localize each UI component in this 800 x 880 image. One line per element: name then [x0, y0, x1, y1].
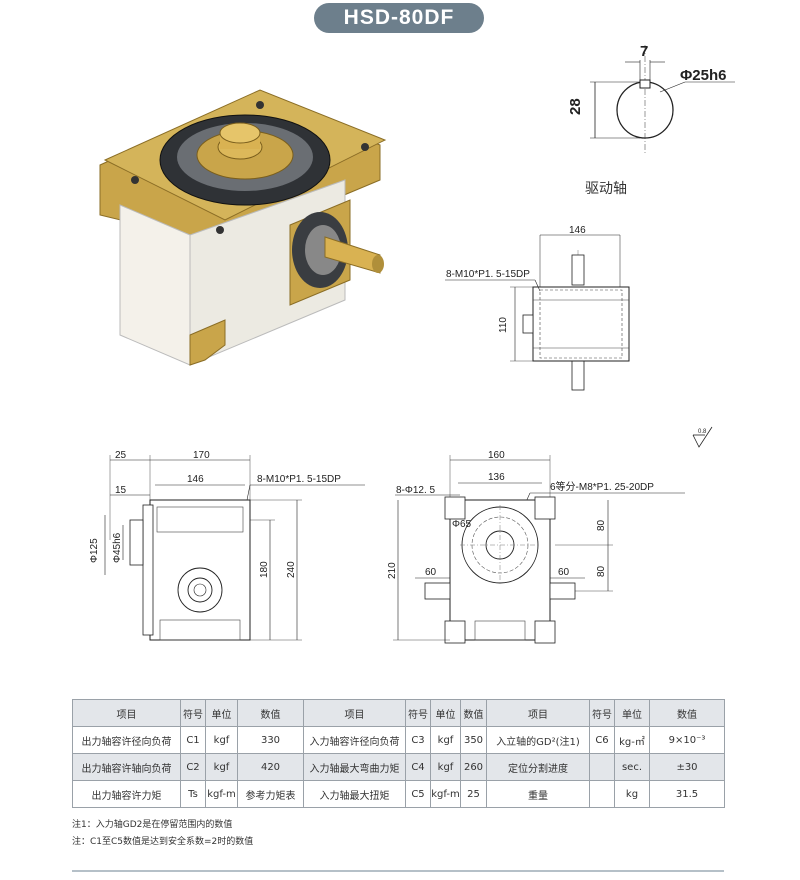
- front-dim-170: 170: [193, 450, 210, 461]
- table-cell: 9×10⁻³: [649, 726, 725, 754]
- side-view-drawing: 160 136 8-Φ12. 5 6等分-M8*P1. 25-20DP Φ65 …: [387, 450, 685, 644]
- table-cell: 入力轴容许径向负荷: [303, 726, 406, 754]
- table-cell: 入力轴最大扭矩: [303, 780, 406, 808]
- front-dim-15: 15: [115, 485, 127, 496]
- table-header: 单位: [430, 699, 461, 727]
- drive-shaft-drawing: 7 Φ25h6 28: [567, 43, 735, 155]
- table-header: 单位: [205, 699, 238, 727]
- front-dim-25: 25: [115, 450, 127, 461]
- table-cell: 参考力矩表: [237, 780, 304, 808]
- table-header: 符号: [405, 699, 431, 727]
- table-header: 项目: [486, 699, 590, 727]
- table-header: 项目: [303, 699, 406, 727]
- table-cell: C4: [405, 753, 431, 781]
- top-height-label: 110: [498, 317, 509, 333]
- table-cell: kg: [614, 780, 650, 808]
- side-pitch-label: 6等分-M8*P1. 25-20DP: [550, 480, 654, 493]
- table-cell: kgf: [430, 753, 461, 781]
- table-row: 出力轴容许轴向负荷 C2 kgf 420 入力轴最大弯曲力矩 C4 kgf 26…: [72, 753, 725, 781]
- front-dim-146: 146: [187, 474, 204, 485]
- table-cell: ±30: [649, 753, 725, 781]
- bottom-divider: [72, 870, 724, 872]
- surface-roughness-value: 0.8: [698, 429, 707, 435]
- table-cell: C3: [405, 726, 431, 754]
- product-photo: [99, 89, 387, 366]
- table-cell: 350: [460, 726, 487, 754]
- table-header: 项目: [72, 699, 181, 727]
- table-cell: C2: [180, 753, 206, 781]
- notes: 注1：入力轴GD2是在停留范围内的数值 注：C1至C5数值是达到安全系数=2时的…: [72, 817, 253, 851]
- table-cell: 31.5: [649, 780, 725, 808]
- shaft-height-label: 28: [567, 98, 584, 115]
- side-hole-dia-label: 8-Φ12. 5: [396, 485, 436, 496]
- surface-roughness-mark: 0.8: [692, 426, 713, 448]
- table-cell: 330: [237, 726, 304, 754]
- note-1: 注1：入力轴GD2是在停留范围内的数值: [72, 820, 233, 830]
- front-dia-125: Φ125: [89, 538, 100, 563]
- top-width-label: 146: [569, 225, 586, 236]
- side-dim-80a: 80: [596, 519, 607, 531]
- front-hole-spec-label: 8-M10*P1. 5-15DP: [257, 474, 341, 485]
- table-cell: kgf: [205, 726, 238, 754]
- table-cell: kgf: [430, 726, 461, 754]
- side-dia-65: Φ65: [452, 519, 472, 530]
- table-header: 数值: [649, 699, 725, 727]
- table-cell: 重量: [486, 780, 590, 808]
- table-cell: 出力轴容许径向负荷: [72, 726, 181, 754]
- table-header: 符号: [180, 699, 206, 727]
- side-dim-80b: 80: [596, 565, 607, 577]
- table-row: 出力轴容许径向负荷 C1 kgf 330 入力轴容许径向负荷 C3 kgf 35…: [72, 726, 725, 754]
- top-view-drawing: 146 8-M10*P1. 5-15DP 110: [445, 225, 630, 391]
- table-header: 数值: [237, 699, 304, 727]
- table-cell: 入力轴最大弯曲力矩: [303, 753, 406, 781]
- table-cell: 25: [460, 780, 487, 808]
- key-width-label: 7: [640, 43, 648, 60]
- table-header: 数值: [460, 699, 487, 727]
- table-cell: 出力轴容许轴向负荷: [72, 753, 181, 781]
- table-cell: Ts: [180, 780, 206, 808]
- table-cell: C5: [405, 780, 431, 808]
- side-dim-136: 136: [488, 472, 505, 483]
- table-cell: sec.: [614, 753, 650, 781]
- side-dim-160: 160: [488, 450, 505, 461]
- spec-table: 项目 符号 单位 数值 项目 符号 单位 数值 项目 符号 单位 数值 出力轴容…: [72, 699, 725, 808]
- model-title: HSD-80DF: [314, 3, 484, 33]
- table-cell: C6: [589, 726, 615, 754]
- shaft-dia-label: Φ25h6: [680, 67, 727, 84]
- table-cell: kgf-m: [205, 780, 238, 808]
- table-row: 出力轴容许力矩 Ts kgf-m 参考力矩表 入力轴最大扭矩 C5 kgf-m …: [72, 780, 725, 808]
- table-header: 符号: [589, 699, 615, 727]
- front-view-drawing: 25 170 146 15 8-M10*P1. 5-15DP Φ125 Φ45h…: [89, 450, 365, 641]
- drive-shaft-caption: 驱动轴: [585, 181, 627, 197]
- front-dia-45: Φ45h6: [112, 532, 123, 563]
- table-cell: 定位分割进度: [486, 753, 590, 781]
- table-cell: 260: [460, 753, 487, 781]
- table-cell: 出力轴容许力矩: [72, 780, 181, 808]
- table-cell: 入立轴的GD²(注1): [486, 726, 590, 754]
- table-cell: 420: [237, 753, 304, 781]
- table-cell: C1: [180, 726, 206, 754]
- table-cell: kgf-m: [430, 780, 461, 808]
- front-dim-180: 180: [259, 561, 270, 578]
- side-dim-60b: 60: [558, 567, 570, 578]
- side-dim-60a: 60: [425, 567, 437, 578]
- table-cell: [589, 753, 615, 781]
- top-hole-spec-label: 8-M10*P1. 5-15DP: [446, 269, 530, 280]
- table-cell: [589, 780, 615, 808]
- table-cell: kg-㎡: [614, 726, 650, 754]
- side-dim-210: 210: [387, 562, 398, 579]
- table-header: 单位: [614, 699, 650, 727]
- note-2: 注：C1至C5数值是达到安全系数=2时的数值: [72, 837, 254, 847]
- table-header-row: 项目 符号 单位 数值 项目 符号 单位 数值 项目 符号 单位 数值: [72, 699, 725, 727]
- table-cell: kgf: [205, 753, 238, 781]
- front-dim-240: 240: [286, 561, 297, 578]
